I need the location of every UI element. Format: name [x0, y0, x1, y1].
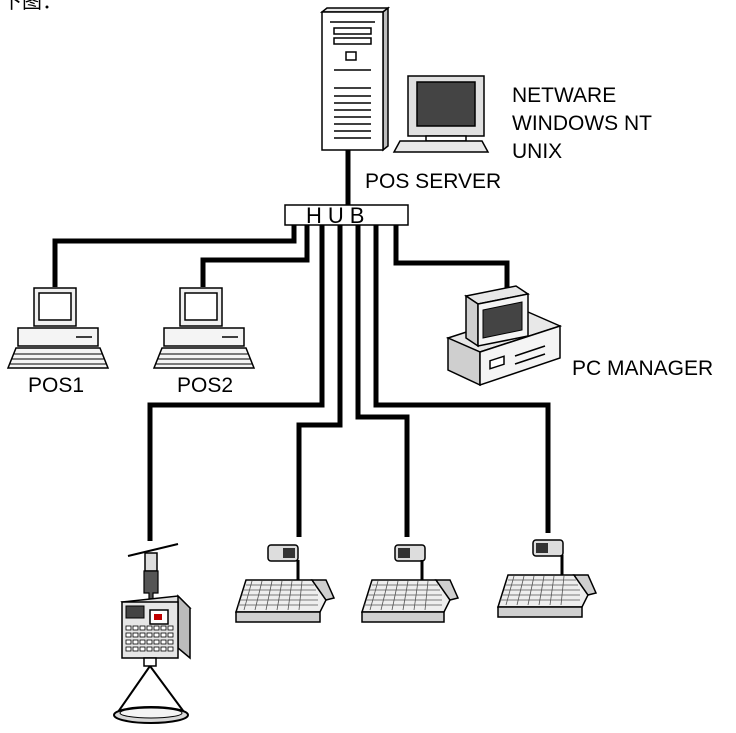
heading-fragment: 下图：	[2, 0, 62, 13]
pc-manager-icon	[445, 285, 563, 387]
cable-pos1	[52, 222, 297, 287]
cable-pos2	[200, 222, 310, 287]
pc-manager-label: PC MANAGER	[572, 357, 713, 380]
label-scale-3-icon	[496, 539, 598, 618]
cable-hanging-scale	[147, 222, 325, 541]
network-cables	[52, 150, 551, 541]
pos2-label: POS2	[177, 374, 233, 397]
hanging-scale-icon	[113, 543, 192, 724]
label-scale-2-icon	[360, 544, 460, 623]
os-label-windows-nt: WINDOWS NT	[512, 112, 652, 135]
server-monitor-icon	[392, 75, 490, 153]
pos1-label: POS1	[28, 374, 84, 397]
hub-label: HUB	[306, 203, 370, 228]
cable-scale-3	[373, 222, 551, 533]
server-tower-icon	[319, 6, 391, 152]
os-label-netware: NETWARE	[512, 84, 616, 107]
os-label-unix: UNIX	[512, 140, 562, 163]
hub-icon: HUB	[284, 203, 409, 228]
cable-scale-2	[355, 222, 410, 537]
pos-server-label: POS SERVER	[365, 170, 501, 193]
label-scale-1-icon	[234, 544, 336, 623]
cable-pc-manager	[393, 222, 510, 292]
hanging-scale-keypad	[125, 625, 174, 652]
pos1-computer-icon	[6, 287, 110, 369]
cable-scale-1	[296, 222, 343, 537]
pos2-computer-icon	[152, 287, 256, 369]
